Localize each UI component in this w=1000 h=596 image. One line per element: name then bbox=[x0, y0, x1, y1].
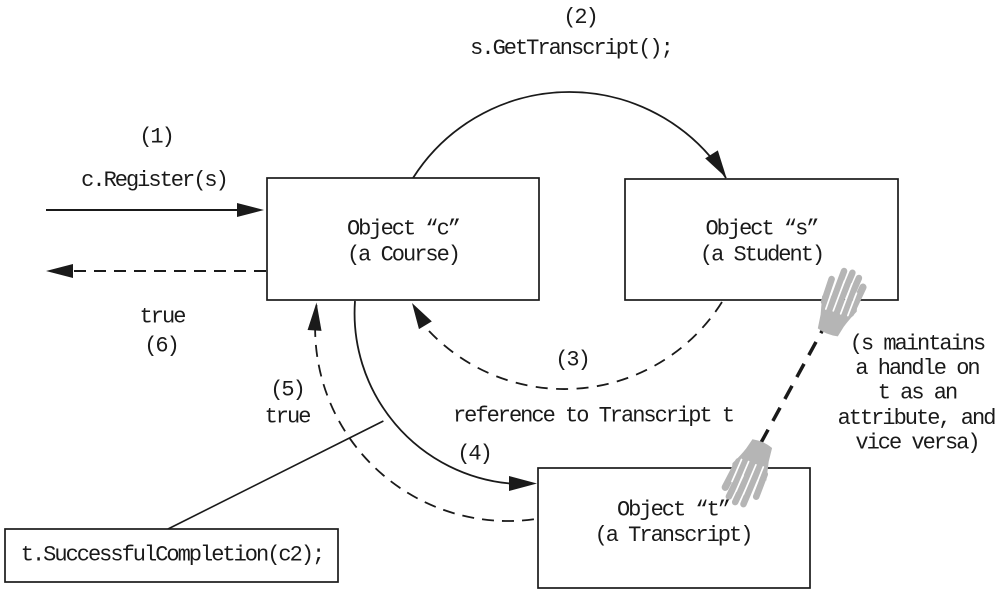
svg-text:(a Course): (a Course) bbox=[347, 243, 459, 268]
svg-text:vice versa): vice versa) bbox=[855, 431, 978, 456]
svg-text:(6): (6) bbox=[144, 334, 178, 359]
svg-text:a handle on: a handle on bbox=[855, 356, 979, 381]
svg-text:(s maintains: (s maintains bbox=[850, 332, 985, 357]
svg-text:Object “t”: Object “t” bbox=[617, 498, 730, 523]
svg-text:t as an: t as an bbox=[878, 381, 957, 406]
svg-text:(2): (2) bbox=[563, 5, 597, 30]
svg-text:true: true bbox=[140, 305, 186, 330]
svg-text:(5): (5) bbox=[270, 378, 304, 403]
svg-text:(a Student): (a Student) bbox=[700, 243, 823, 268]
svg-text:(4): (4) bbox=[457, 442, 491, 467]
svg-text:t.SuccessfulCompletion(c2);: t.SuccessfulCompletion(c2); bbox=[21, 543, 323, 568]
svg-text:c.Register(s): c.Register(s) bbox=[81, 168, 227, 193]
svg-text:s.GetTranscript();: s.GetTranscript(); bbox=[470, 36, 672, 61]
svg-text:(1): (1) bbox=[139, 125, 173, 150]
svg-text:attribute, and: attribute, and bbox=[838, 406, 996, 431]
svg-text:reference to Transcript t: reference to Transcript t bbox=[453, 404, 733, 429]
svg-text:(3): (3) bbox=[555, 348, 589, 373]
svg-text:Object “c”: Object “c” bbox=[347, 217, 460, 242]
svg-text:Object “s”: Object “s” bbox=[705, 217, 818, 242]
svg-text:true: true bbox=[265, 405, 311, 430]
svg-text:(a Transcript): (a Transcript) bbox=[595, 523, 752, 548]
